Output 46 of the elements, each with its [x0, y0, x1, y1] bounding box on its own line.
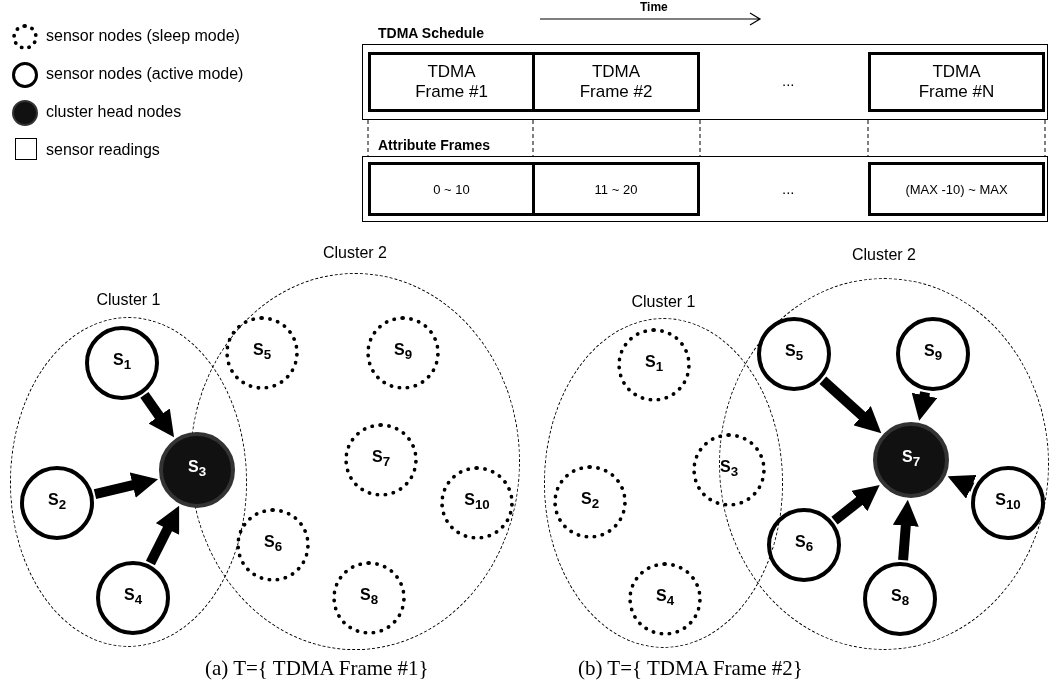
cluster-label: Cluster 1: [631, 292, 696, 312]
subfigure-caption: (b) T={ TDMA Frame #2}: [578, 656, 803, 681]
arrow: [911, 391, 938, 421]
active-sensor-node: S$_{8}$: [863, 562, 937, 636]
active-sensor-node: S$_{2}$: [20, 466, 94, 540]
frame-band: [362, 24, 1048, 120]
legend-label: sensor nodes (active mode): [46, 65, 244, 83]
frame-box: TDMA Frame #1: [368, 52, 535, 112]
ellipsis: ...: [782, 180, 795, 197]
sleeping-sensor-node: S$_{10}$: [440, 466, 514, 540]
legend-label: sensor nodes (sleep mode): [46, 27, 240, 45]
cluster-label: Cluster 1: [96, 290, 161, 310]
frame-box: TDMA Frame #2: [532, 52, 700, 112]
frame-box: 11 ~ 20: [532, 162, 700, 216]
arrow: [145, 505, 180, 566]
arrow: [819, 376, 882, 434]
sleeping-sensor-node: S$_{9}$: [366, 316, 440, 390]
active-sensor-node: S$_{9}$: [896, 317, 970, 391]
arrow: [93, 472, 159, 499]
ellipsis: ...: [782, 72, 795, 89]
sleeping-sensor-node: S$_{7}$: [344, 423, 418, 497]
arrow: [892, 499, 919, 561]
active-sensor-node: S$_{4}$: [96, 561, 170, 635]
cluster-head-node: S$_{7}$: [873, 422, 949, 498]
time-label: Time: [640, 0, 668, 14]
subfigure-caption: (a) T={ TDMA Frame #1}: [205, 656, 429, 681]
arrow: [140, 392, 175, 438]
arrow: [947, 474, 977, 499]
cluster-label: Cluster 2: [323, 243, 387, 263]
band-heading: Attribute Frames: [378, 136, 491, 154]
legend-label: sensor readings: [46, 141, 160, 159]
active-sensor-node: S$_{10}$: [971, 466, 1045, 540]
sleeping-sensor-node: S$_{8}$: [332, 561, 406, 635]
cluster-label: Cluster 2: [852, 245, 916, 265]
sleeping-sensor-node: S$_{2}$: [553, 465, 627, 539]
sleeping-sensor-node: S$_{5}$: [225, 316, 299, 390]
band-heading: TDMA Schedule: [378, 24, 485, 42]
legend-label: cluster head nodes: [46, 103, 182, 121]
frame-box: (MAX -10) ~ MAX: [868, 162, 1045, 216]
arrow: [831, 484, 880, 525]
sleeping-sensor-node: S$_{1}$: [617, 328, 691, 402]
frame-box: 0 ~ 10: [368, 162, 535, 216]
frame-band: [362, 136, 1048, 222]
active-sensor-node: S$_{1}$: [85, 326, 159, 400]
frame-box: TDMA Frame #N: [868, 52, 1045, 112]
sleeping-sensor-node: S$_{4}$: [628, 562, 702, 636]
